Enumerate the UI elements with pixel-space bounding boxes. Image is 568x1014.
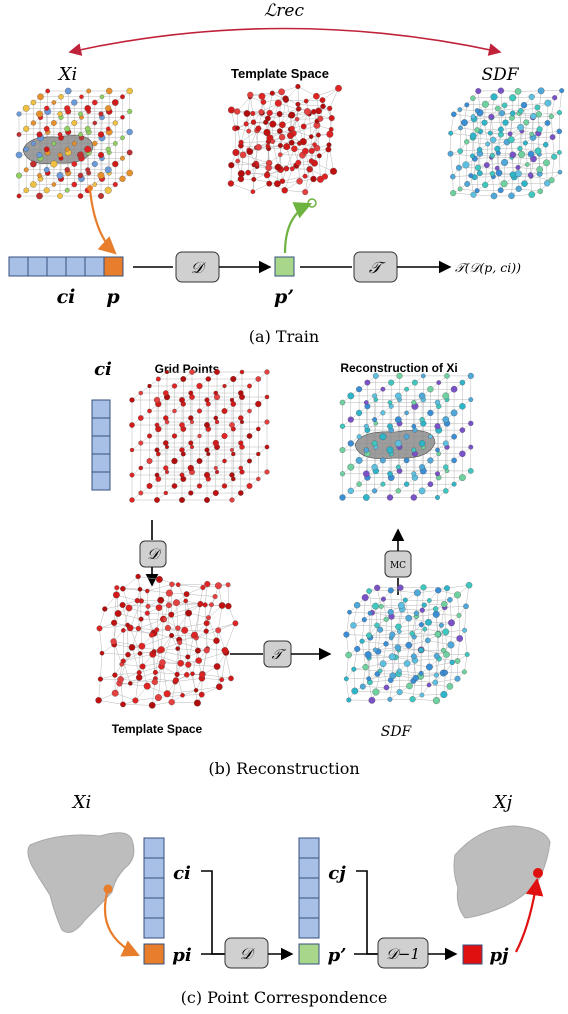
liver-shape-xi xyxy=(27,832,135,933)
loss-arrow xyxy=(68,27,502,56)
xj-point xyxy=(533,868,543,878)
code-label: ci xyxy=(57,286,76,308)
grid-points-label: Grid Points xyxy=(155,362,220,376)
reconstruction-label: Reconstruction of Xi xyxy=(340,361,457,375)
pj-cell xyxy=(462,944,483,965)
code-label-b: ci xyxy=(94,359,112,380)
mc-label: MC xyxy=(390,561,406,571)
template-space-label: Template Space xyxy=(231,66,329,81)
xi-to-pi-arrow xyxy=(103,888,140,957)
caption-correspondence: (c) Point Correspondence xyxy=(181,988,388,1007)
mapped-point-cell xyxy=(274,256,295,277)
latent-code-vertical xyxy=(91,399,111,491)
reconstruction-panel: ci Grid Points Reconstruction of Xi 𝒟 MC… xyxy=(91,359,474,778)
train-panel: ℒrec Xi Template Space SDF ci p 𝒟 p’ xyxy=(8,1,565,346)
template-space-label-b: Template Space xyxy=(112,722,203,736)
output-expression: 𝒯(𝒟(p, ci)) xyxy=(455,260,521,275)
sdf-cube xyxy=(447,87,565,200)
sample-point xyxy=(87,185,93,191)
decoder-label-b: 𝒟 xyxy=(147,545,162,563)
decoder-label-c: 𝒟 xyxy=(240,944,256,963)
decoder-label: 𝒟 xyxy=(191,258,207,277)
reconstruction-cube xyxy=(339,372,474,501)
point-prime-label: p’ xyxy=(274,286,294,308)
pj-label-c: pj xyxy=(489,945,509,966)
inverse-decoder-box xyxy=(377,937,429,969)
code-vector-i xyxy=(143,837,165,965)
xj-label-c: Xj xyxy=(492,792,513,813)
template-cube xyxy=(227,83,342,196)
sdf-cube-b xyxy=(343,581,473,705)
cj-label-c: cj xyxy=(328,863,346,884)
latent-code-vector xyxy=(8,256,124,277)
point-label: p xyxy=(106,286,120,308)
grid-points-cube xyxy=(129,369,270,503)
xi-label-c: Xi xyxy=(71,792,92,813)
p-prime-cell xyxy=(298,943,320,965)
caption-train: (a) Train xyxy=(249,327,319,346)
orange-sample-arrow xyxy=(88,189,117,255)
correspondence-panel: Xi Xj ci pi 𝒟 xyxy=(27,792,551,1007)
i-merge-line xyxy=(201,870,225,955)
template-cube-b xyxy=(95,573,239,709)
sdf-label-b: SDF xyxy=(381,724,413,740)
green-mapping-arrow xyxy=(283,202,313,254)
p-prime-label-c: p’ xyxy=(328,945,347,966)
pi-cell xyxy=(143,943,165,965)
decoder-box-c xyxy=(224,937,269,969)
sdf-label: SDF xyxy=(481,65,519,85)
caption-reconstruction: (b) Reconstruction xyxy=(208,759,359,778)
xi-label: Xi xyxy=(57,64,78,85)
code-vector-j xyxy=(298,837,320,965)
pi-label-c: pi xyxy=(172,945,192,966)
pj-to-xj-arrow xyxy=(515,877,544,953)
loss-label: ℒrec xyxy=(264,1,304,21)
ci-label-c: ci xyxy=(173,863,191,884)
decoder-box-b xyxy=(139,540,167,568)
xi-cube xyxy=(15,87,133,200)
j-merge-line xyxy=(356,870,378,955)
point-cell xyxy=(103,256,124,277)
inverse-decoder-label: 𝒟−1 xyxy=(386,945,420,963)
